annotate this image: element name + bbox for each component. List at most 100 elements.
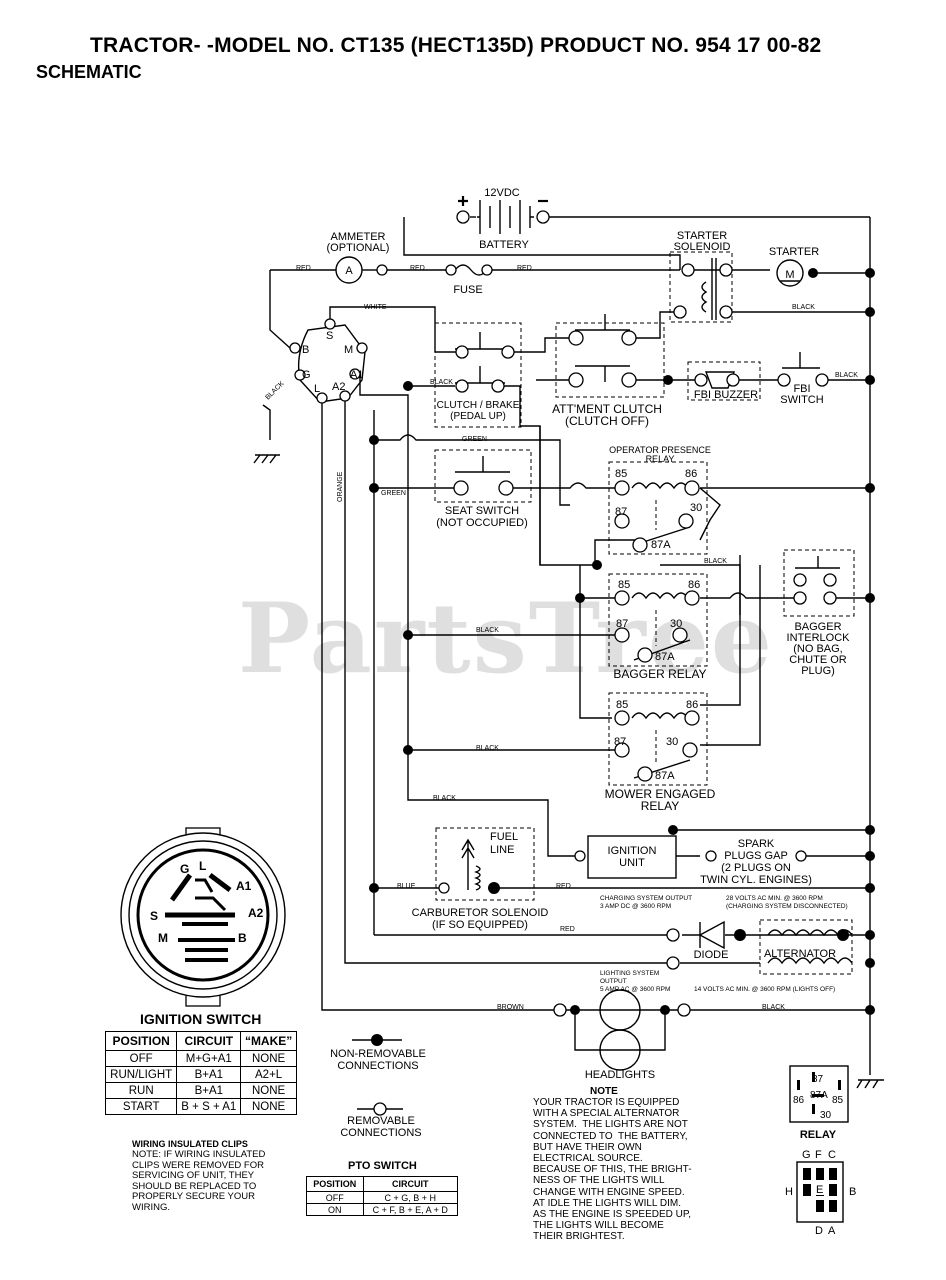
relay2-pin-30: 30 (670, 618, 682, 630)
legend-non-removable-2: CONNECTIONS (337, 1060, 418, 1072)
relay-legend-87a: 87A (810, 1090, 828, 1101)
ign-face-s: S (150, 909, 158, 923)
relay2-pin-87a: 87A (655, 651, 675, 663)
wire-black-2: BLACK (835, 372, 858, 379)
pto-switch-caption: PTO SWITCH (348, 1160, 417, 1172)
column-header: POSITION (104, 1031, 178, 1051)
headlights-label: HEADLIGHTS (585, 1069, 655, 1081)
bagger-interlock-line-4: CHUTE OR (789, 654, 847, 666)
table-cell: RUN/LIGHT (104, 1066, 178, 1083)
fuel-line-label: FUEL (490, 831, 518, 843)
clutch-brake-label-2: (PEDAL UP) (450, 411, 506, 422)
relay3-pin-86: 86 (686, 699, 698, 711)
bagger-relay-label: BAGGER RELAY (613, 667, 706, 681)
relay-legend-87: 87 (812, 1074, 824, 1085)
charging-ac-line-2: (CHARGING SYSTEM DISCONNECTED) (726, 903, 848, 910)
relay1-pin-30: 30 (690, 502, 702, 514)
relay3-pin-87a: 87A (655, 770, 675, 782)
table-cell: RUN (104, 1082, 178, 1099)
pto-letter-f: F (815, 1149, 822, 1161)
clutch-brake-label: CLUTCH / BRAKE (437, 400, 520, 411)
ign-face-a1: A1 (236, 879, 252, 893)
pto-letter-b: B (849, 1186, 856, 1198)
mower-relay-label: MOWER ENGAGED (605, 787, 716, 801)
ignition-switch-table: POSITION CIRCUIT “MAKE” OFF M+G+A1 NONE … (104, 1031, 297, 1115)
table-cell: C + G, B + H (362, 1191, 458, 1204)
wire-green-1: GREEN (462, 436, 487, 443)
table-cell: B + S + A1 (176, 1098, 242, 1115)
bagger-interlock-line-2: INTERLOCK (787, 632, 851, 644)
wire-red-4: RED (556, 883, 571, 890)
terminal-m: M (344, 344, 353, 356)
column-header: “MAKE” (240, 1031, 297, 1051)
table-header-row: POSITION CIRCUIT “MAKE” (104, 1031, 297, 1051)
fuel-line-label-2: LINE (490, 844, 514, 856)
ign-face-b: B (238, 931, 247, 945)
legend-removable-2: CONNECTIONS (340, 1127, 421, 1139)
diode-label: DIODE (694, 949, 729, 961)
table-row: RUN/LIGHT B+A1 A2+L (104, 1066, 297, 1083)
fbi-buzzer-label: FBI BUZZER (694, 389, 758, 401)
table-cell: B+A1 (176, 1082, 242, 1099)
bagger-interlock-line-5: PLUG) (801, 665, 835, 677)
terminal-a2: A2 (332, 381, 345, 393)
wire-black-7: BLACK (433, 795, 456, 802)
wire-black-ign: BLACK (264, 380, 285, 401)
starter-solenoid-label: STARTER (677, 230, 727, 242)
wire-black-3: BLACK (430, 379, 453, 386)
ignition-switch-diagram: G L A1 S A2 M B (120, 827, 286, 1007)
spark-plugs-line-3: (2 PLUGS ON (721, 862, 791, 874)
table-cell: ON (306, 1203, 364, 1216)
table-cell: B+A1 (176, 1066, 242, 1083)
bagger-interlock-line-3: (NO BAG, (793, 643, 843, 655)
relay1-pin-87a: 87A (651, 539, 671, 551)
alternator-label: ALTERNATOR (764, 948, 836, 960)
relay-legend-30: 30 (820, 1110, 832, 1121)
lighting-output-line-2: OUTPUT (600, 978, 627, 985)
terminal-s: S (326, 330, 333, 342)
wiring-clips-text: NOTE: IF WIRING INSULATED CLIPS WERE REM… (132, 1149, 266, 1213)
table-row: START B + S + A1 NONE (104, 1098, 297, 1115)
table-cell: NONE (240, 1050, 297, 1067)
pto-switch-table: POSITION CIRCUIT OFF C + G, B + H ON C +… (306, 1176, 458, 1216)
ign-face-g: G (180, 862, 189, 876)
seat-switch-label-2: (NOT OCCUPIED) (436, 517, 527, 529)
wire-brown: BROWN (497, 1004, 524, 1011)
battery-voltage-label: 12VDC (484, 187, 520, 199)
mower-relay-label-2: RELAY (641, 799, 679, 813)
column-header: POSITION (306, 1176, 364, 1192)
wire-green-2: GREEN (381, 490, 406, 497)
column-header: CIRCUIT (362, 1176, 458, 1192)
terminal-b: B (302, 344, 309, 356)
relay1-pin-86: 86 (685, 468, 697, 480)
relay-legend-86: 86 (793, 1095, 805, 1106)
ign-face-a2: A2 (248, 906, 264, 920)
ammeter-optional-label: (OPTIONAL) (327, 242, 390, 254)
wire-white: WHITE (364, 304, 387, 311)
wiring-clips-title: WIRING INSULATED CLIPS (132, 1139, 248, 1149)
table-cell: NONE (240, 1098, 297, 1115)
wire-black-4: BLACK (704, 558, 727, 565)
wire-black-5: BLACK (476, 627, 499, 634)
pto-switch-diagram: G F C H E B D A (785, 1149, 856, 1237)
table-cell: A2+L (240, 1066, 297, 1083)
starter-label: STARTER (769, 246, 819, 258)
fbi-switch-label: FBI (793, 383, 810, 395)
ign-face-l: L (199, 859, 206, 873)
charging-output-line-2: 3 AMP DC @ 3600 RPM (600, 903, 671, 910)
relay2-pin-86: 86 (688, 579, 700, 591)
ammeter-label: AMMETER (331, 231, 386, 243)
fuse-label: FUSE (453, 284, 482, 296)
lighting-output-line-1: LIGHTING SYSTEM (600, 970, 659, 977)
relay-legend-caption: RELAY (800, 1129, 837, 1141)
legend-removable-1: REMOVABLE (347, 1115, 415, 1127)
table-row: OFF M+G+A1 NONE (104, 1050, 297, 1067)
lighting-output-line-3: 5 AMP AC @ 3600 RPM (600, 986, 670, 993)
relay1-pin-85: 85 (615, 468, 627, 480)
table-cell: START (104, 1098, 178, 1115)
wire-black-1: BLACK (792, 304, 815, 311)
pto-letter-h: H (785, 1186, 793, 1198)
wire-red-5: RED (560, 926, 575, 933)
relay2-pin-85: 85 (618, 579, 630, 591)
wire-black-6: BLACK (476, 745, 499, 752)
